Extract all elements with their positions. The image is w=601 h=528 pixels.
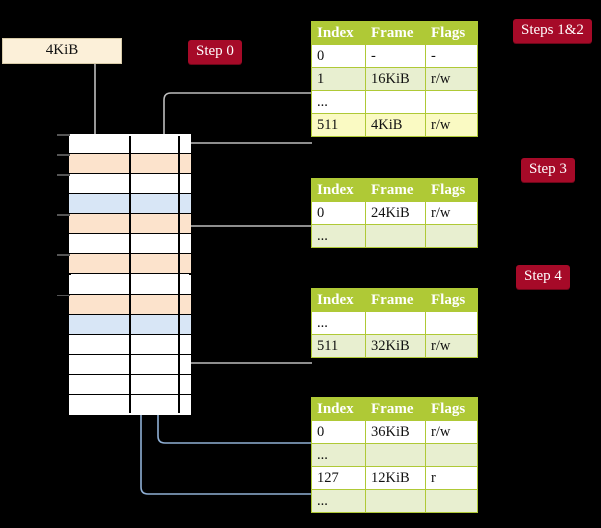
- cell-frame: [365, 489, 426, 513]
- memory-divider-left: [129, 136, 131, 413]
- column-header-flags: Flags: [425, 288, 478, 312]
- cell-index: 1: [311, 67, 366, 91]
- memory-tick-8: [57, 294, 70, 297]
- column-header-index: Index: [311, 288, 366, 312]
- cell-frame: 24KiB: [365, 201, 426, 225]
- column-header-frame: Frame: [365, 21, 426, 45]
- table-row[interactable]: ...: [311, 311, 478, 335]
- cell-flags: r: [425, 466, 478, 490]
- badge-step-3-label: Step 3: [529, 161, 567, 177]
- cell-flags: [425, 224, 478, 248]
- cell-index: ...: [311, 90, 366, 114]
- cell-index: ...: [311, 489, 366, 513]
- cell-flags: -: [425, 44, 478, 68]
- cell-index: ...: [311, 311, 366, 335]
- cell-frame: 12KiB: [365, 466, 426, 490]
- cell-index: 0: [311, 201, 366, 225]
- cell-flags: [425, 489, 478, 513]
- cell-flags: [425, 443, 478, 467]
- cell-frame: 36KiB: [365, 420, 426, 444]
- column-header-frame: Frame: [365, 397, 426, 421]
- cell-frame: [365, 224, 426, 248]
- memory-tick-0: [57, 134, 70, 136]
- column-header-index: Index: [311, 178, 366, 202]
- column-header-index: Index: [311, 21, 366, 45]
- cell-flags: [425, 311, 478, 335]
- cell-flags: r/w: [425, 420, 478, 444]
- memory-divider-right: [178, 136, 180, 413]
- cell-frame: 4KiB: [365, 113, 426, 137]
- memory-tick-2: [57, 174, 70, 176]
- cell-index: 0: [311, 420, 366, 444]
- cell-frame: -: [365, 44, 426, 68]
- column-header-flags: Flags: [425, 397, 478, 421]
- cell-frame: [365, 443, 426, 467]
- badge-step-3: Step 3: [521, 158, 575, 182]
- cell-flags: r/w: [425, 201, 478, 225]
- cell-index: ...: [311, 224, 366, 248]
- memory-tick-4: [57, 214, 70, 216]
- cell-index: 511: [311, 334, 366, 358]
- connector-t4row0-to-memory: [151, 216, 312, 443]
- badge-steps-1-2-label: Steps 1&2: [521, 22, 584, 38]
- cell-index: ...: [311, 443, 366, 467]
- cell-flags: [425, 90, 478, 114]
- cell-frame: 32KiB: [365, 334, 426, 358]
- cell-frame: [365, 90, 426, 114]
- table-row[interactable]: ...: [311, 90, 478, 114]
- cell-index: 127: [311, 466, 366, 490]
- cell-frame: [365, 311, 426, 335]
- connector-t4row127-to-memory: [134, 326, 312, 494]
- table-row[interactable]: ...: [311, 224, 478, 248]
- column-header-frame: Frame: [365, 178, 426, 202]
- column-header-frame: Frame: [365, 288, 426, 312]
- source-frame-label: 4KiB: [45, 42, 79, 58]
- badge-step-4-label: Step 4: [524, 268, 562, 284]
- badge-step-0: Step 0: [188, 40, 242, 64]
- cell-frame: 16KiB: [365, 67, 426, 91]
- cell-index: 0: [311, 44, 366, 68]
- cell-flags: r/w: [425, 334, 478, 358]
- column-header-flags: Flags: [425, 21, 478, 45]
- memory-tick-1: [57, 154, 70, 156]
- badge-step-0-label: Step 0: [196, 43, 234, 59]
- memory-tick-6: [57, 254, 70, 256]
- table-row[interactable]: ...: [311, 489, 478, 513]
- cell-flags: r/w: [425, 67, 478, 91]
- table-row[interactable]: ...: [311, 443, 478, 467]
- column-header-index: Index: [311, 397, 366, 421]
- badge-steps-1-2: Steps 1&2: [513, 19, 592, 43]
- connector-t1row1-to-memory: [164, 93, 312, 253]
- column-header-flags: Flags: [425, 178, 478, 202]
- cell-flags: r/w: [425, 113, 478, 137]
- badge-step-4: Step 4: [516, 265, 570, 289]
- table-row[interactable]: 0--: [311, 44, 478, 68]
- source-frame-box: 4KiB: [2, 38, 122, 64]
- cell-index: 511: [311, 113, 366, 137]
